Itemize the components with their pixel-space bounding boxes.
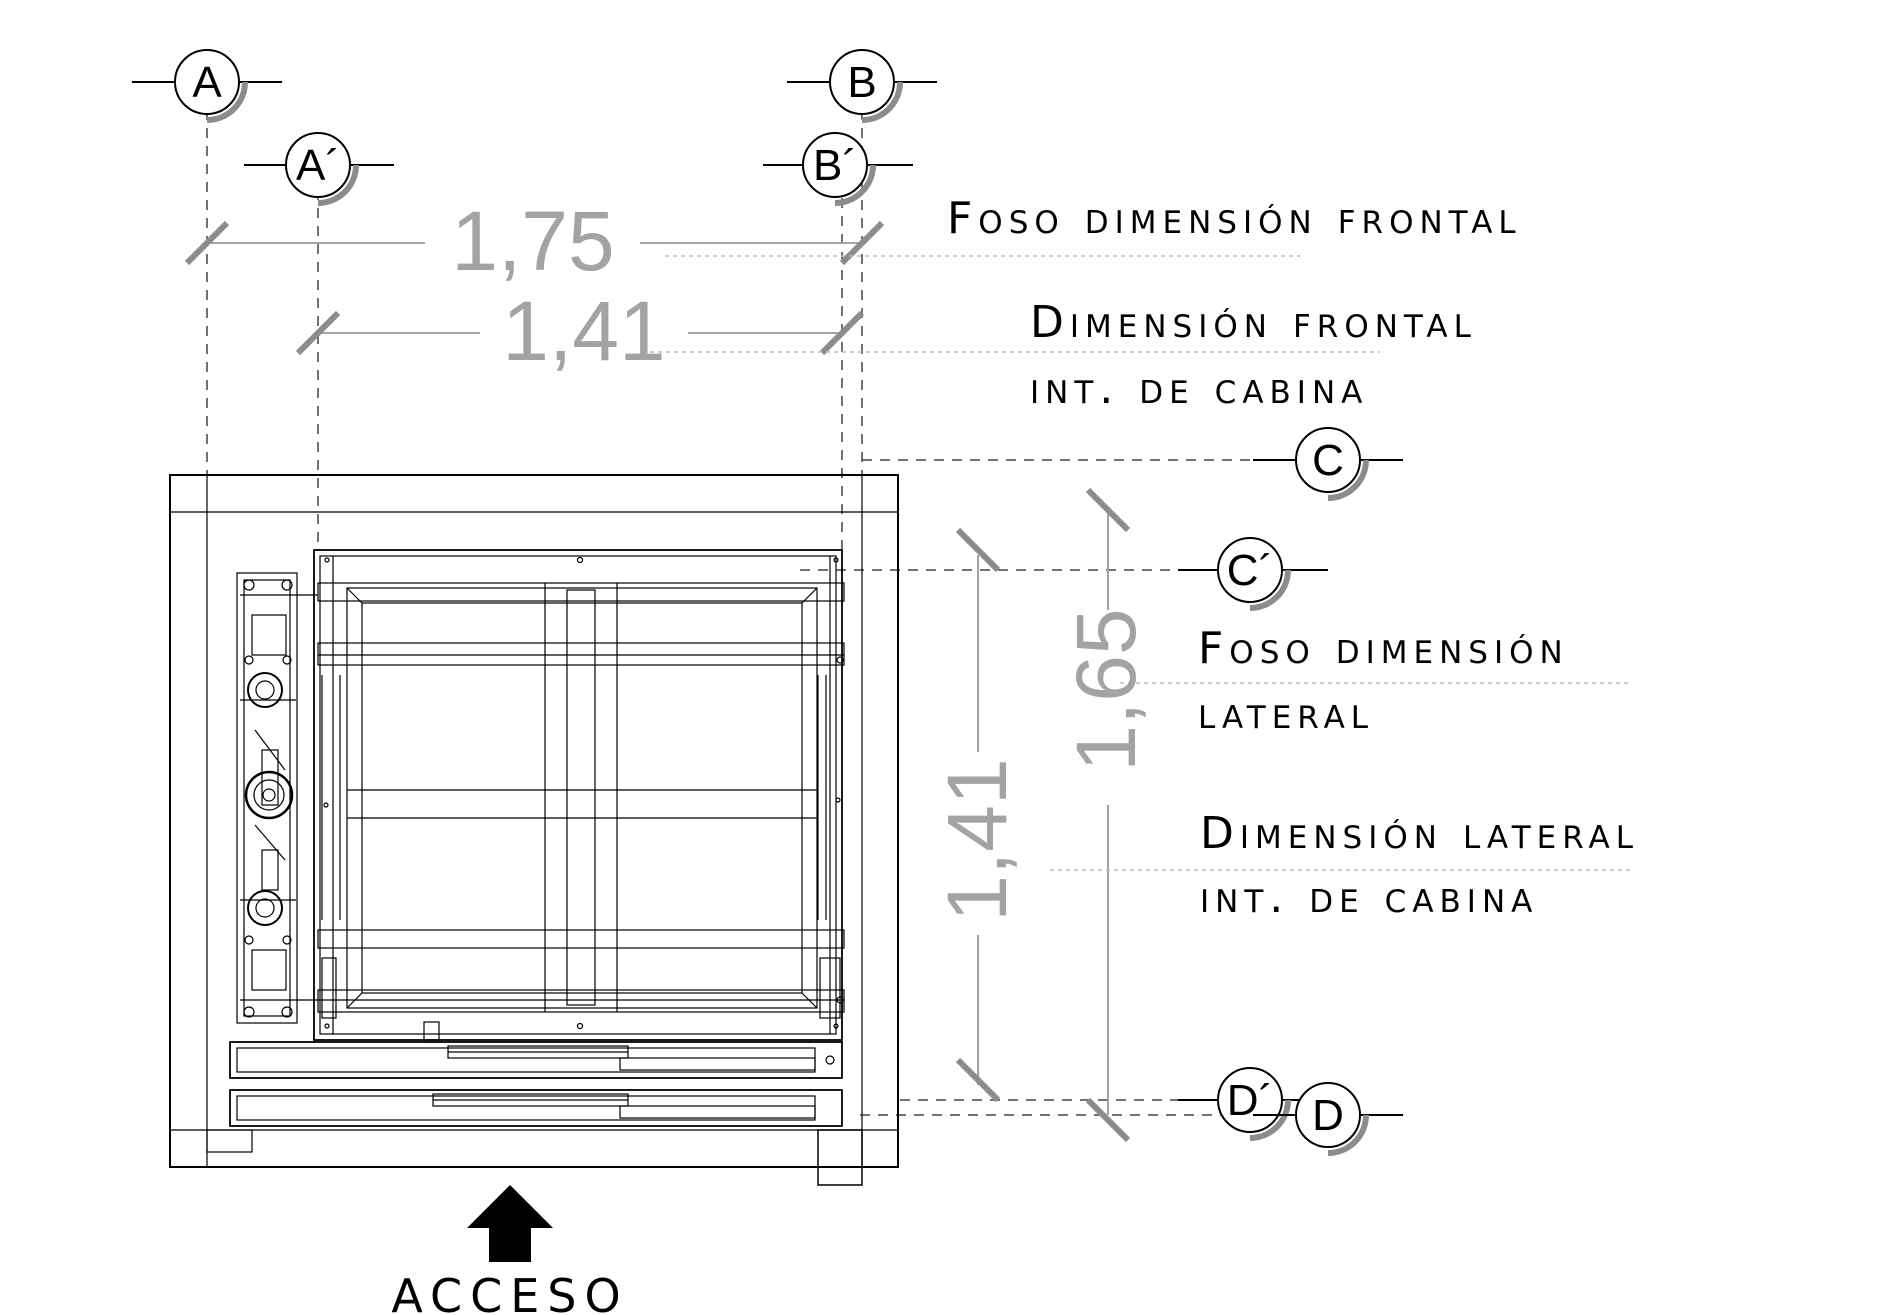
label-foso-lateral-line1: Foso dimensión — [1198, 623, 1569, 674]
axis-bubble-b: B — [787, 49, 937, 123]
label-cabina-lateral-line2: int. de cabina — [1200, 872, 1538, 923]
dimension-foso-frontal: 1,75 — [184, 194, 1300, 288]
axis-bubble-a-prime: A´ — [244, 132, 394, 206]
axis-bubble-a: A — [132, 49, 282, 123]
dimension-cabina-frontal: 1,41 — [295, 284, 1380, 378]
pit-outline — [169, 474, 899, 1186]
axis-label-a: A — [192, 58, 222, 107]
axis-label-a-prime: A´ — [296, 141, 340, 190]
dimension-foso-lateral: 1,65 — [1059, 487, 1630, 1143]
cabin-outline — [313, 549, 845, 1041]
dimension-value-cabina-frontal: 1,41 — [502, 284, 666, 378]
annotation-labels: Foso dimensión frontal Dimensión frontal… — [947, 193, 1639, 923]
label-cabina-lateral-line1: Dimensión lateral — [1200, 808, 1639, 859]
dimension-value-foso-frontal: 1,75 — [451, 194, 615, 288]
dimension-cabina-lateral: 1,41 — [930, 527, 1630, 1103]
axis-bubble-c: C — [1253, 427, 1403, 501]
axis-label-d: D — [1312, 1091, 1344, 1140]
axis-label-c: C — [1312, 436, 1344, 485]
dimension-value-cabina-lateral: 1,41 — [930, 758, 1024, 922]
access-label: ACCESO — [391, 1269, 628, 1315]
access-arrow: ACCESO — [391, 1185, 628, 1315]
axis-label-b-prime: B´ — [813, 141, 857, 190]
label-foso-frontal: Foso dimensión frontal — [947, 193, 1522, 244]
axis-label-d-prime: D´ — [1227, 1076, 1273, 1125]
label-foso-lateral-line2: lateral — [1198, 688, 1374, 739]
access-arrow-icon — [467, 1185, 553, 1262]
label-cabina-frontal-line1: Dimensión frontal — [1030, 297, 1477, 348]
dimension-value-foso-lateral: 1,65 — [1059, 608, 1153, 772]
axis-label-c-prime: C´ — [1227, 546, 1273, 595]
guide-rail-assembly — [236, 572, 318, 1024]
axis-bubble-d: D — [1253, 1082, 1403, 1156]
axis-label-b: B — [847, 58, 876, 107]
axis-bubble-c-prime: C´ — [1178, 537, 1328, 611]
axis-bubble-b-prime: B´ — [763, 132, 913, 206]
door-sill — [229, 1021, 843, 1127]
label-cabina-frontal-line2: int. de cabina — [1030, 363, 1368, 414]
